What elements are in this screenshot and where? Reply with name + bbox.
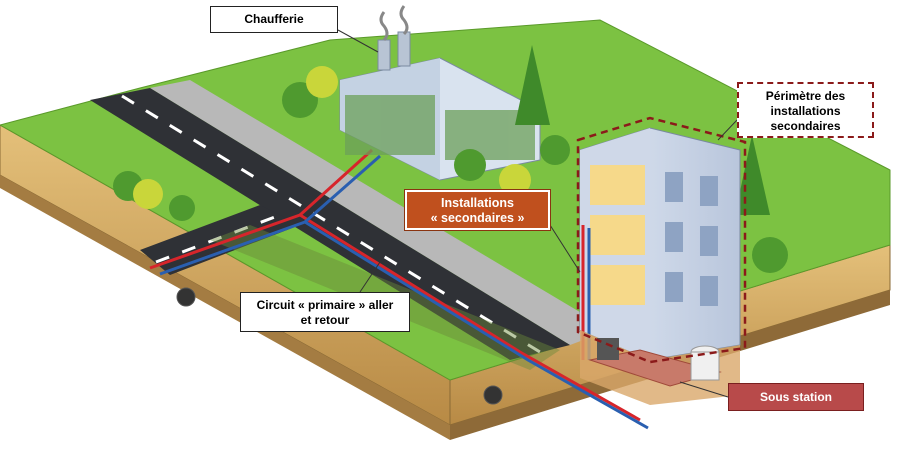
circuit-line-1: Circuit « primaire » aller <box>256 298 394 312</box>
perimetre-line-2: installations <box>770 104 841 118</box>
callout-lines <box>337 29 738 398</box>
installations-line-1: Installations <box>441 196 514 210</box>
sous-station-label: Sous station <box>728 383 864 411</box>
boiler-house <box>339 5 541 181</box>
trees <box>113 45 788 273</box>
perimetre-line-3: secondaires <box>770 119 841 133</box>
circuit-primaire-label: Circuit « primaire » aller et retour <box>240 292 410 332</box>
installations-line-2: « secondaires » <box>430 211 525 225</box>
sous-station-text: Sous station <box>759 390 832 404</box>
installations-secondaires-label: Installations « secondaires » <box>404 189 551 231</box>
perimetre-label: Périmètre des installations secondaires <box>737 82 874 138</box>
circuit-line-2: et retour <box>300 313 350 327</box>
ground-block <box>0 19 891 440</box>
chaufferie-label: Chaufferie <box>210 6 338 33</box>
perimetre-line-1: Périmètre des <box>765 89 846 103</box>
apartment-building <box>579 127 741 405</box>
perimeter-outline <box>576 116 747 364</box>
chaufferie-text: Chaufferie <box>244 12 304 26</box>
